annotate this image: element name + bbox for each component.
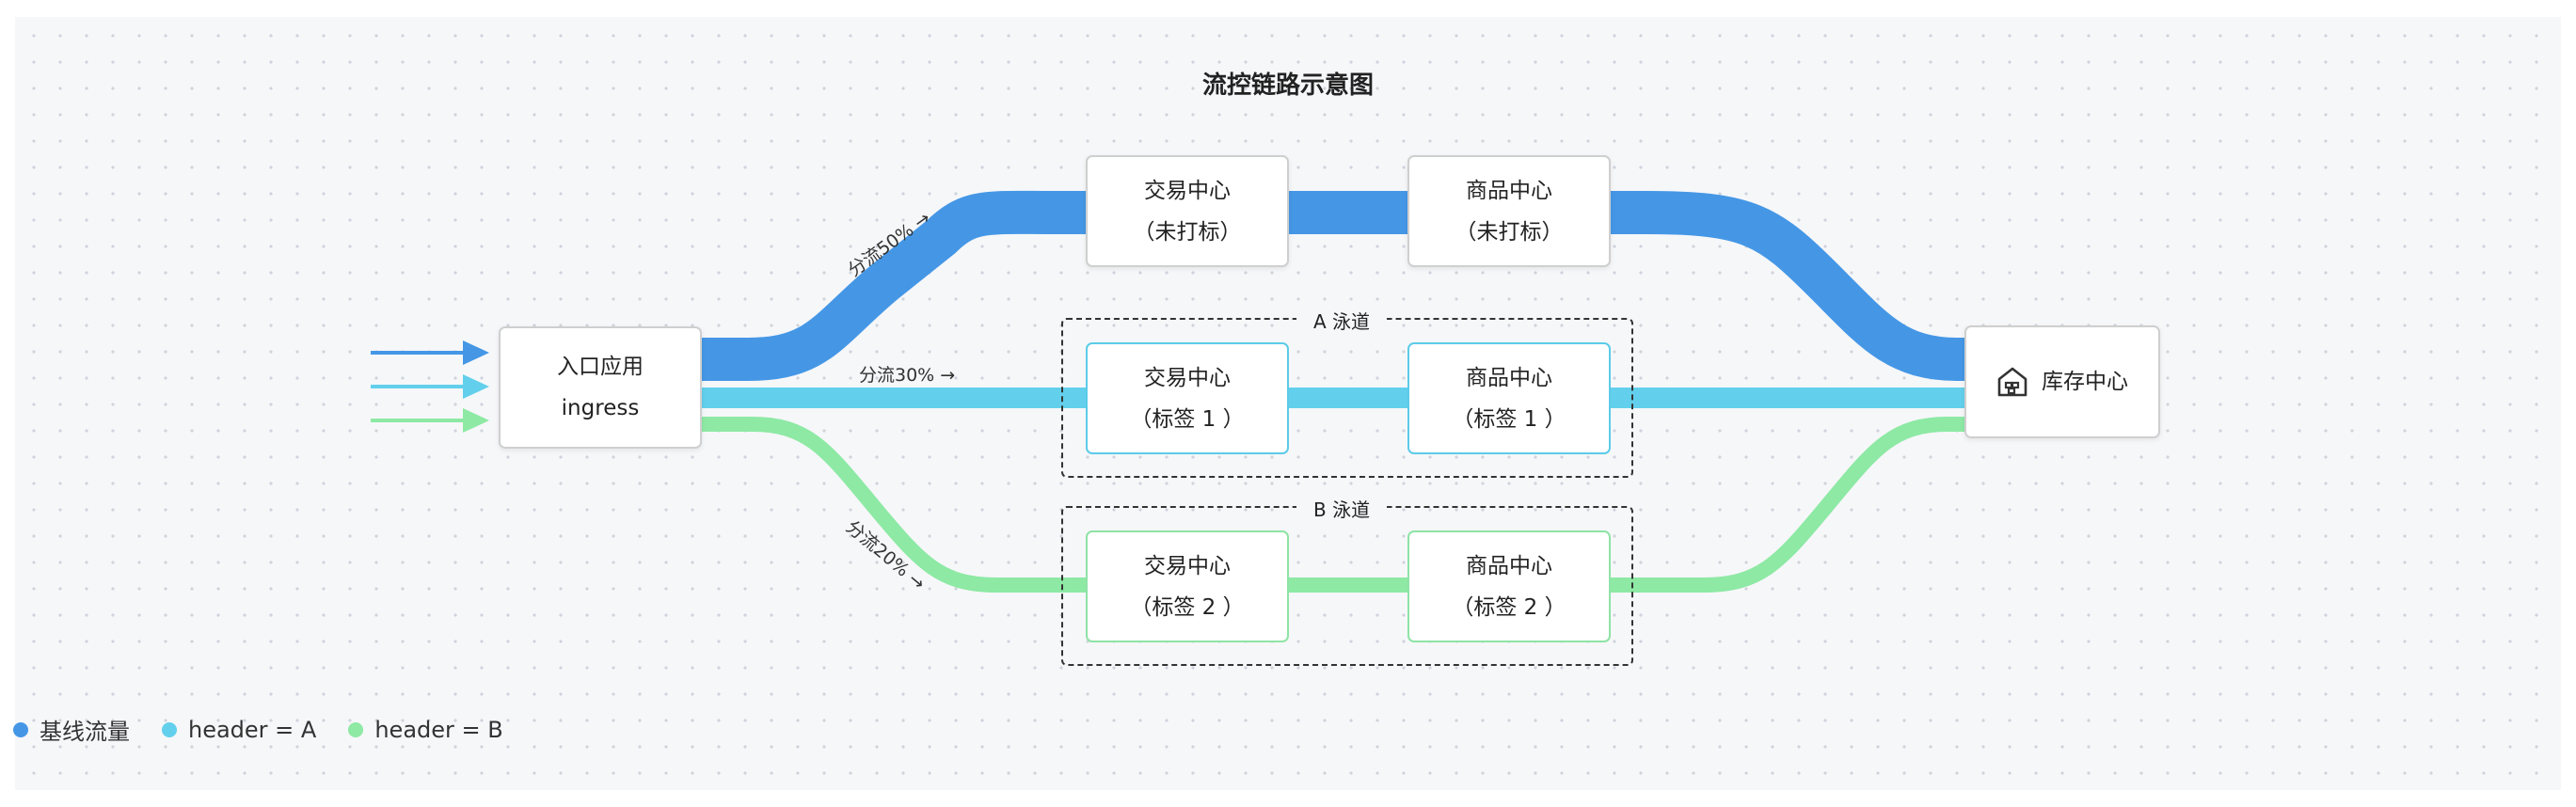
ingress-subname: ingress <box>561 396 640 420</box>
legend-label: header = B <box>374 716 503 743</box>
header-b-flow <box>701 417 1966 593</box>
node-name: 商品中心 <box>1466 365 1552 390</box>
ingress-name: 入口应用 <box>557 355 644 379</box>
node-name: 商品中心 <box>1466 178 1552 203</box>
incoming-arrow-header-a <box>371 374 489 399</box>
legend-dot <box>348 721 364 737</box>
node-tag: （未打标） <box>1133 219 1242 245</box>
node-tag: （标签 2 ） <box>1130 594 1245 620</box>
product-center-tag-2[interactable]: 商品中心 （标签 2 ） <box>1407 530 1611 642</box>
trade-center-tag-1[interactable]: 交易中心 （标签 1 ） <box>1086 342 1289 454</box>
product-center-tag-1[interactable]: 商品中心 （标签 1 ） <box>1407 342 1611 454</box>
trade-center-tag-2[interactable]: 交易中心 （标签 2 ） <box>1086 530 1289 642</box>
legend-dot <box>13 721 28 737</box>
incoming-arrow-baseline <box>371 340 489 365</box>
storage-name: 库存中心 <box>2042 370 2128 394</box>
trade-center-untagged[interactable]: 交易中心 （未打标） <box>1086 155 1289 267</box>
node-name: 交易中心 <box>1144 365 1231 390</box>
node-tag: （标签 2 ） <box>1452 594 1566 620</box>
node-name: 交易中心 <box>1144 553 1231 578</box>
diagram-title: 流控链路示意图 <box>1201 71 1374 100</box>
storage-center-node[interactable]: 库存中心 <box>1964 325 2160 438</box>
incoming-arrow-header-b <box>371 408 489 433</box>
baseline-flow <box>701 190 1966 381</box>
lane-a-label: A 泳道 <box>1296 307 1388 334</box>
node-tag: （未打标） <box>1455 219 1564 245</box>
lane-b-label: B 泳道 <box>1296 495 1388 522</box>
legend-label: header = A <box>188 716 317 743</box>
warehouse-icon <box>1997 367 2027 397</box>
node-tag: （标签 1 ） <box>1452 406 1566 432</box>
node-tag: （标签 1 ） <box>1130 406 1245 432</box>
legend-label: 基线流量 <box>40 719 130 745</box>
legend-item-header-b: header = B <box>348 716 503 743</box>
split-label-lane-a: 分流30% → <box>859 365 956 386</box>
node-name: 商品中心 <box>1466 553 1552 578</box>
legend-dot <box>162 721 177 737</box>
legend-item-header-a: header = A <box>162 717 316 743</box>
legend: 基线流量 header = A header = B <box>13 713 535 746</box>
ingress-node[interactable]: 入口应用 ingress <box>499 326 702 449</box>
product-center-untagged[interactable]: 商品中心 （未打标） <box>1407 155 1611 267</box>
node-name: 交易中心 <box>1144 178 1231 203</box>
legend-item-baseline: 基线流量 <box>13 713 130 746</box>
